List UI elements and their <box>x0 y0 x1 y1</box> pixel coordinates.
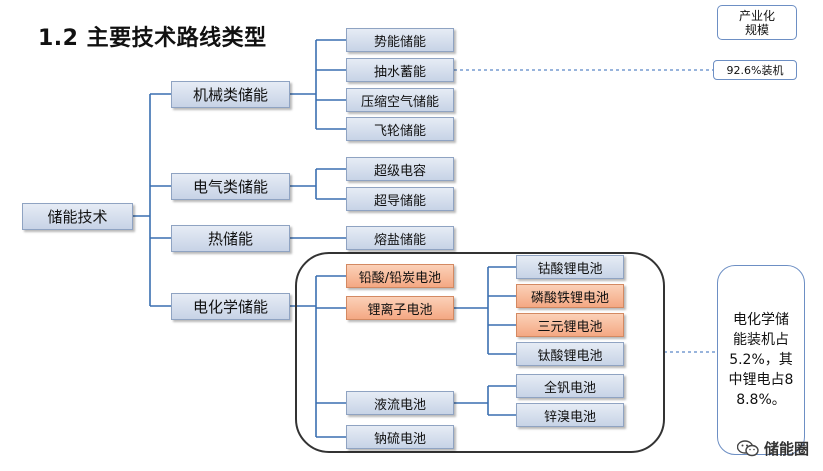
scale-label-box: 产业化 规模 <box>717 5 797 40</box>
category-mechanical[interactable]: 机械类储能 <box>171 81 290 108</box>
node-lfp[interactable]: 磷酸铁锂电池 <box>516 284 624 308</box>
node-pumped-hydro[interactable]: 抽水蓄能 <box>346 58 454 82</box>
electrochem-note: 电化学储能装机占5.2%，其中锂电占88.8%。 <box>717 265 805 455</box>
node-vanadium[interactable]: 全钒电池 <box>516 374 624 398</box>
node-potential-storage[interactable]: 势能储能 <box>346 28 454 52</box>
wechat-icon <box>736 440 759 457</box>
node-supercapacitor[interactable]: 超级电容 <box>346 157 454 181</box>
node-compressed-air[interactable]: 压缩空气储能 <box>346 88 454 112</box>
node-zinc-bromine[interactable]: 锌溴电池 <box>516 403 624 427</box>
node-superconducting[interactable]: 超导储能 <box>346 187 454 211</box>
node-ternary[interactable]: 三元锂电池 <box>516 313 624 337</box>
root-node[interactable]: 储能技术 <box>22 203 133 230</box>
node-flow-battery[interactable]: 液流电池 <box>346 391 454 415</box>
node-lco[interactable]: 钴酸锂电池 <box>516 255 624 279</box>
scale-label: 产业化 规模 <box>738 8 775 37</box>
electrochemical-group-frame <box>295 252 665 453</box>
brand-logo-text: 储能圈 <box>763 440 809 458</box>
electrochem-note-text: 电化学储能装机占5.2%，其中锂电占88.8%。 <box>728 312 794 408</box>
node-flywheel[interactable]: 飞轮储能 <box>346 117 454 141</box>
category-electrical[interactable]: 电气类储能 <box>171 173 290 200</box>
node-sodium-sulfur[interactable]: 钠硫电池 <box>346 425 454 449</box>
page-title: 1.2 主要技术路线类型 <box>38 26 267 51</box>
category-electrochemical[interactable]: 电化学储能 <box>171 293 290 320</box>
category-thermal[interactable]: 热储能 <box>171 225 290 252</box>
pumped-hydro-note: 92.6%装机 <box>713 60 797 80</box>
node-molten-salt[interactable]: 熔盐储能 <box>346 226 454 250</box>
node-lithium-ion[interactable]: 锂离子电池 <box>346 296 454 320</box>
brand-logo: 储能圈 <box>736 438 809 459</box>
pumped-hydro-note-text: 92.6%装机 <box>726 64 784 77</box>
node-lead-acid[interactable]: 铅酸/铅炭电池 <box>346 264 454 288</box>
node-lto[interactable]: 钛酸锂电池 <box>516 342 624 366</box>
